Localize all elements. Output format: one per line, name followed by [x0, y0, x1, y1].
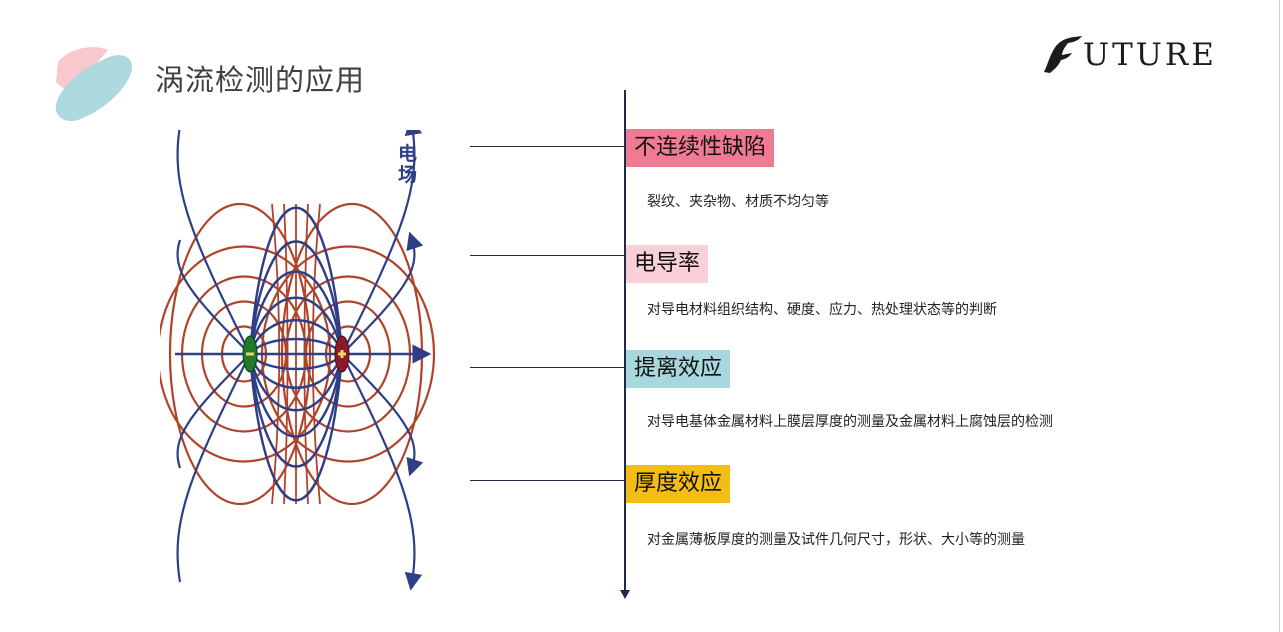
field-line-right-down-1 — [341, 353, 423, 591]
field-line-left-down-0 — [176, 353, 251, 469]
field-line-upper-3 — [248, 270, 344, 355]
desc-discontinuity-defect: 裂纹、夹杂物、材质不均匀等 — [647, 194, 829, 210]
timeline-arrow-icon — [620, 590, 630, 599]
field-line-lower-5 — [248, 353, 344, 502]
field-line-upper-4 — [248, 240, 344, 355]
field-label: 电场 — [398, 143, 418, 186]
field-line-left-up-0 — [176, 239, 251, 355]
connector-line-2 — [470, 255, 625, 256]
tag-discontinuity-defect: 不连续性缺陷 — [626, 129, 775, 167]
positive-sign-v — [340, 350, 344, 358]
field-line-lower-4 — [248, 353, 344, 468]
negative-sign-icon — [246, 352, 254, 356]
page-title: 涡流检测的应用 — [155, 63, 366, 97]
timeline-axis — [624, 90, 626, 590]
desc-conductivity: 对导电材料组织结构、硬度、应力、热处理状态等的判断 — [647, 302, 997, 318]
logo-text: UTURE — [1083, 37, 1217, 73]
slide-edge — [1279, 0, 1280, 632]
title-brush-decoration — [55, 47, 132, 122]
desc-thickness-effect: 对金属薄板厚度的测量及试件几何尺寸，形状、大小等的测量 — [647, 532, 1025, 548]
tag-lift-off-effect: 提离效应 — [626, 350, 731, 388]
field-line-upper-1 — [248, 319, 344, 355]
field-line-lower-3 — [248, 353, 344, 438]
logo-f-mark — [1044, 36, 1082, 73]
field-line-upper-5 — [248, 206, 344, 355]
field-line-lower-1 — [248, 353, 344, 389]
field-line-upper-2 — [248, 296, 344, 355]
field-line-right-down-0 — [341, 353, 424, 477]
field-line-lower-2 — [248, 353, 344, 412]
tag-thickness-effect: 厚度效应 — [626, 465, 731, 503]
connector-line-4 — [470, 480, 625, 481]
connector-line-1 — [470, 146, 625, 147]
field-line-right-up-0 — [341, 231, 424, 355]
connector-line-3 — [470, 367, 625, 368]
tag-conductivity: 电导率 — [626, 245, 709, 283]
electric-field-diagram — [160, 130, 436, 591]
desc-lift-off-effect: 对导电基体金属材料上膜层厚度的测量及金属材料上腐蚀层的检测 — [647, 414, 1053, 430]
field-line-left-down-1 — [176, 353, 251, 583]
field-line-left-up-1 — [176, 130, 251, 355]
field-line-right-up-1 — [341, 130, 423, 355]
